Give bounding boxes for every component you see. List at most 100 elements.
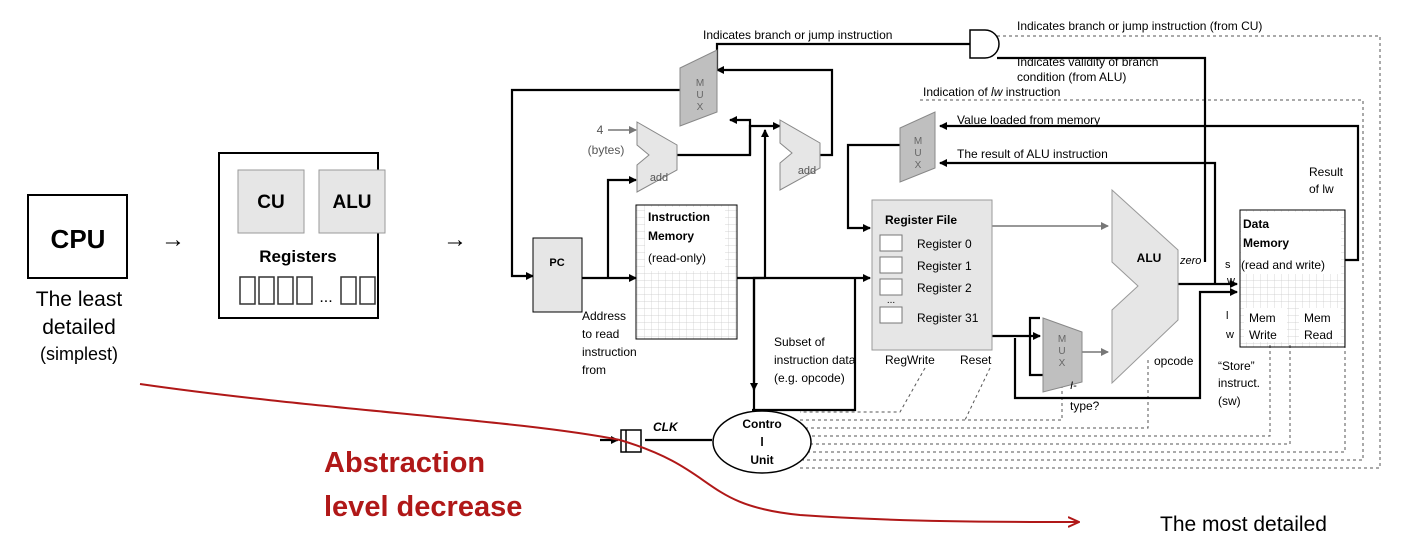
cpu-internals-block: CU ALU Registers ... [218, 152, 386, 319]
svg-text:CU: CU [257, 192, 284, 213]
alu-unit: ALU [1111, 188, 1179, 385]
instruction-memory: Instruction Memory (read-only) [635, 204, 738, 340]
svg-text:from: from [582, 363, 606, 377]
svg-text:I-: I- [1070, 380, 1077, 392]
svg-text:X: X [697, 102, 704, 113]
svg-text:Mem: Mem [1249, 311, 1276, 325]
svg-text:Indicates branch or jump instr: Indicates branch or jump instruction (fr… [1017, 19, 1262, 33]
svg-text:Value loaded from memory: Value loaded from memory [957, 113, 1100, 127]
svg-text:ALU: ALU [1137, 251, 1162, 265]
branch-jump-label: Indicates branch or jump instruction [703, 28, 892, 42]
svg-text:level decrease: level decrease [324, 491, 522, 523]
svg-text:PC: PC [549, 257, 564, 269]
svg-text:opcode: opcode [1154, 354, 1194, 368]
svg-text:“Store”: “Store” [1218, 359, 1255, 373]
alu-block [318, 169, 386, 234]
svg-text:l: l [1226, 310, 1228, 322]
svg-text:w: w [1225, 329, 1234, 341]
svg-text:...: ... [319, 289, 332, 306]
svg-text:CLK: CLK [653, 420, 679, 434]
svg-text:X: X [1059, 358, 1066, 369]
pc-register [532, 237, 583, 313]
svg-text:zero: zero [1179, 255, 1201, 267]
svg-text:Contro: Contro [742, 417, 781, 431]
svg-text:instruct.: instruct. [1218, 376, 1260, 390]
most-detailed-label: The most detailed [1160, 513, 1327, 536]
svg-text:to read: to read [582, 327, 619, 341]
svg-text:(read-only): (read-only) [648, 251, 706, 265]
svg-text:add: add [798, 165, 816, 177]
svg-text:detailed: detailed [42, 316, 116, 339]
svg-text:s: s [1225, 259, 1231, 271]
svg-text:...: ... [887, 295, 895, 306]
mux-alu-input: M U X [1042, 317, 1083, 393]
svg-text:The least: The least [36, 288, 123, 311]
svg-text:Register 2: Register 2 [917, 281, 972, 295]
svg-text:add: add [650, 172, 668, 184]
datapath: PC Instruction Memory (read-only) add ad… [510, 19, 1381, 474]
svg-text:type?: type? [1070, 399, 1100, 413]
svg-text:Write: Write [1249, 328, 1277, 342]
svg-text:Register File: Register File [885, 213, 957, 227]
svg-text:RegWrite: RegWrite [885, 353, 935, 367]
svg-text:Data: Data [1243, 217, 1269, 231]
svg-text:M: M [1058, 334, 1066, 345]
svg-text:Address: Address [582, 309, 626, 323]
svg-text:ALU: ALU [332, 192, 371, 213]
svg-text:Subset of: Subset of [774, 335, 825, 349]
data-memory: Data Memory (read and write) Mem Write M… [1239, 209, 1346, 348]
svg-text:condition (from ALU): condition (from ALU) [1017, 70, 1126, 84]
and-gate-icon [969, 29, 1000, 59]
svg-text:(simplest): (simplest) [40, 344, 118, 364]
svg-text:Reset: Reset [960, 353, 992, 367]
adder-left: add [636, 121, 678, 193]
abstraction-arrow [139, 383, 1078, 522]
cpu-block: CPU [27, 194, 128, 279]
lw-indication-label: Indication of lw instruction [923, 85, 1060, 99]
svg-text:M: M [696, 78, 704, 89]
svg-text:M: M [914, 136, 922, 147]
svg-text:Read: Read [1304, 328, 1333, 342]
svg-text:Register 0: Register 0 [917, 237, 972, 251]
svg-text:The result of ALU instruction: The result of ALU instruction [957, 147, 1108, 161]
register-cells [239, 276, 376, 305]
svg-text:Register 31: Register 31 [917, 311, 979, 325]
svg-text:(read and write): (read and write) [1241, 258, 1325, 272]
abstraction-label: Abstraction [324, 447, 485, 479]
svg-text:of lw: of lw [1309, 182, 1334, 196]
registers-label: Registers [259, 247, 336, 266]
svg-text:(sw): (sw) [1218, 394, 1241, 408]
svg-text:Memory: Memory [1243, 236, 1289, 250]
svg-text:Instruction: Instruction [648, 210, 710, 224]
svg-text:(e.g. opcode): (e.g. opcode) [774, 371, 845, 385]
adder-right: add [779, 119, 821, 191]
mux-branch: M U X [679, 49, 718, 127]
svg-text:U: U [1058, 346, 1065, 357]
svg-text:Indicates validity of branch: Indicates validity of branch [1017, 55, 1158, 69]
control-dashed-lines [800, 35, 1381, 469]
svg-text:instruction: instruction [582, 345, 637, 359]
least-detailed-caption: The least detailed (simplest) [36, 288, 123, 364]
svg-text:U: U [914, 148, 921, 159]
cpu-label: CPU [51, 224, 106, 254]
svg-text:l: l [760, 435, 763, 449]
gray-wires [608, 126, 1109, 356]
arrow-right-icon: → [443, 226, 467, 253]
svg-text:Unit: Unit [750, 453, 773, 467]
svg-text:Result: Result [1309, 165, 1344, 179]
datapath-wires [510, 42, 1360, 444]
svg-text:4: 4 [597, 123, 604, 137]
control-unit: Contro l Unit [712, 410, 812, 474]
svg-text:U: U [696, 90, 703, 101]
arrow-right-icon: → [161, 226, 185, 253]
svg-text:(bytes): (bytes) [588, 143, 625, 157]
svg-text:Mem: Mem [1304, 311, 1331, 325]
cu-block [237, 169, 305, 234]
register-file: Register File Register 0 Register 1 Regi… [871, 199, 993, 351]
svg-text:instruction data: instruction data [774, 353, 856, 367]
svg-text:Memory: Memory [648, 229, 694, 243]
mux-writeback: M U X [899, 111, 936, 183]
svg-text:X: X [915, 160, 922, 171]
svg-text:w: w [1226, 275, 1235, 287]
